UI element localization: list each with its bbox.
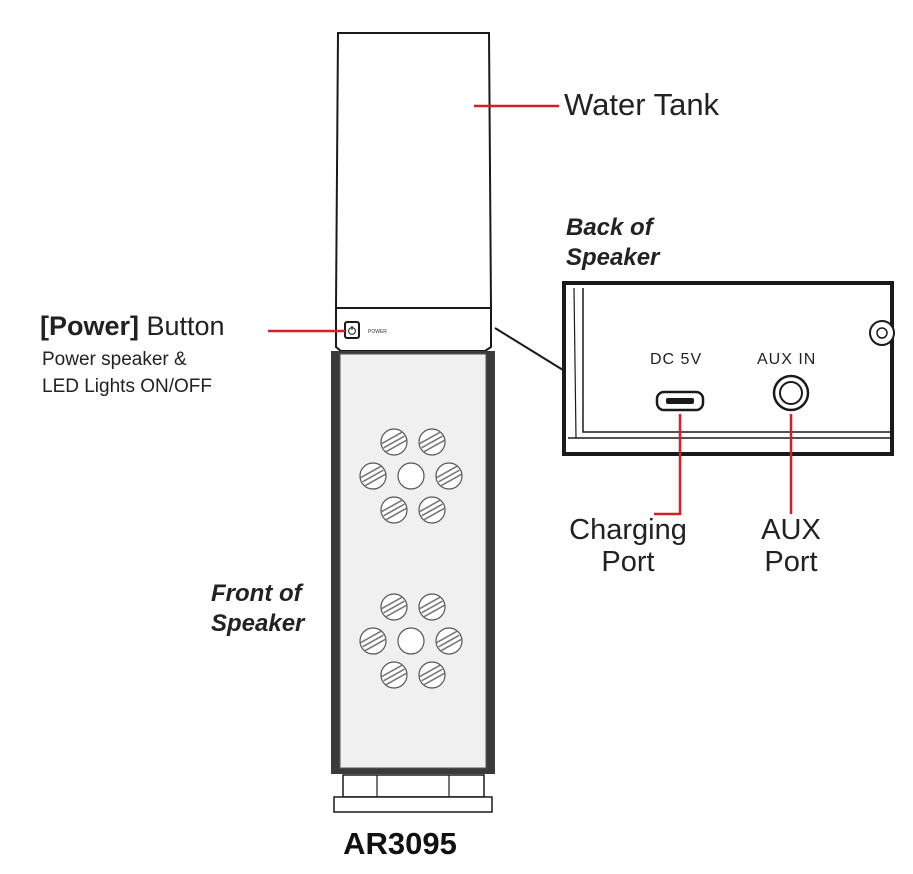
speaker-body [331, 351, 495, 774]
power-button-label-bold: [Power] [40, 311, 140, 341]
grille-hole [359, 462, 387, 490]
grille-hole [418, 661, 446, 689]
power-button-label-rest: Button [139, 311, 225, 341]
grille-hole [418, 496, 446, 524]
front-of-speaker-heading: Front of Speaker [211, 579, 304, 639]
grille-hole [418, 593, 446, 621]
charging-port-label: Charging Port [562, 514, 694, 578]
back-heading-line1: Back of [566, 214, 653, 241]
callout-lines [268, 104, 793, 516]
water-tank-label: Water Tank [564, 87, 720, 122]
charging-line1: Charging [569, 514, 687, 546]
grille-hole [435, 627, 463, 655]
power-desc-line1: Power speaker & [42, 349, 187, 370]
back-heading-line2: Speaker [566, 244, 660, 271]
grille-hole [418, 428, 446, 456]
grille-hole [435, 462, 463, 490]
micro-usb-port [655, 390, 705, 412]
grille-hole [359, 627, 387, 655]
grille-hole [380, 496, 408, 524]
charging-line2: Port [601, 546, 655, 578]
grille-hole [380, 593, 408, 621]
speaker-grille [359, 428, 463, 689]
grille-hole-center [397, 627, 425, 655]
charging-callout [654, 414, 682, 516]
screw-icon [869, 320, 895, 346]
power-small-label: POWER [368, 329, 387, 335]
speaker-base [333, 774, 493, 813]
grille-hole [380, 661, 408, 689]
inset-connector-line [494, 327, 564, 371]
power-desc-line2: LED Lights ON/OFF [42, 376, 212, 397]
aux-in-label: AUX IN [757, 351, 817, 368]
back-panel [562, 281, 895, 456]
grille-hole [380, 428, 408, 456]
water-tank [334, 32, 493, 309]
aux-jack [772, 374, 810, 412]
front-heading-line2: Speaker [211, 610, 305, 637]
model-number: AR3095 [343, 826, 457, 861]
power-button-icon [344, 321, 360, 339]
aux-port-label: AUX Port [744, 514, 838, 578]
power-button-label: [Power] Button [40, 311, 225, 342]
dc-5v-label: DC 5V [650, 351, 703, 368]
aux-line2: Port [764, 546, 818, 578]
aux-line1: AUX [761, 514, 821, 546]
grille-hole-center [397, 462, 425, 490]
back-of-speaker-heading: Back of Speaker [566, 213, 659, 273]
front-heading-line1: Front of [211, 580, 302, 607]
power-button-description: Power speaker & LED Lights ON/OFF [42, 346, 212, 400]
